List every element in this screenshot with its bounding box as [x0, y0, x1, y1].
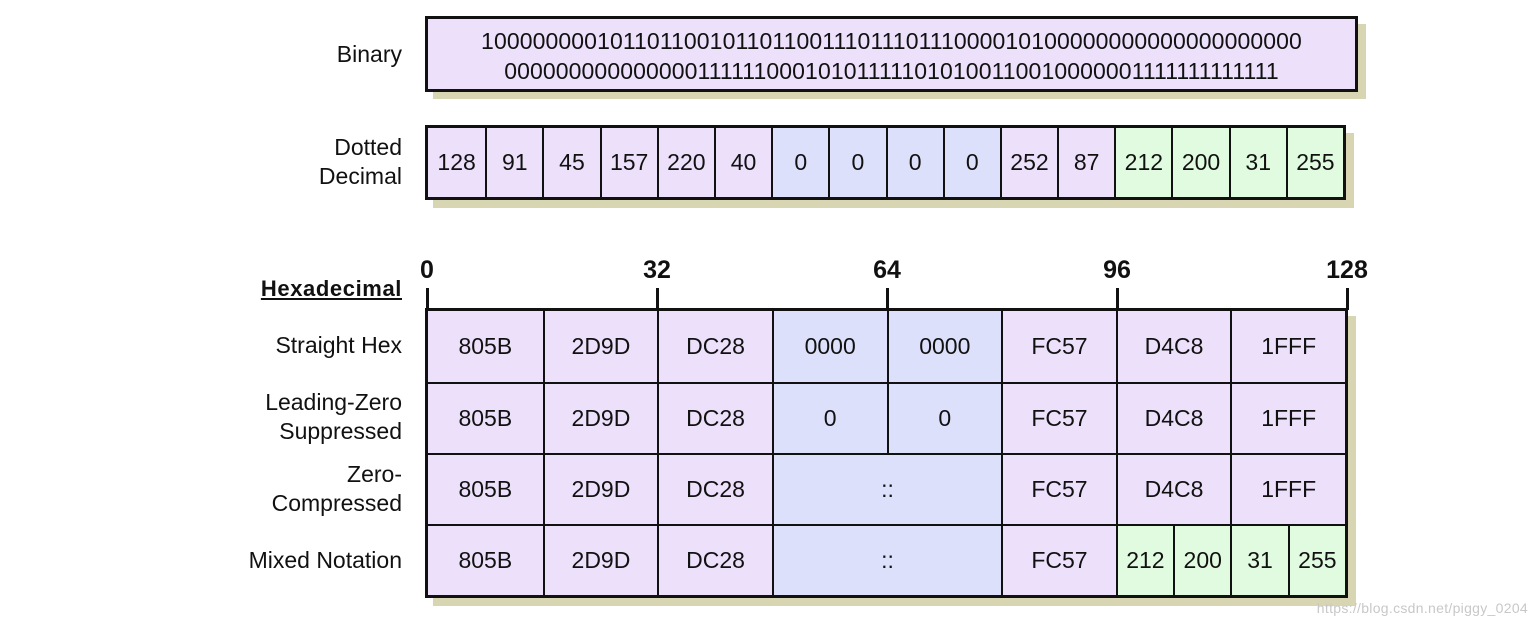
hex-cell: D4C8 [1115, 311, 1231, 382]
hex-cell: 805B [428, 311, 543, 382]
binary-line-2: 0000000000000001111110001010111110101001… [504, 58, 1279, 84]
binary-line-1: 1000000001011011001011011001110111011100… [481, 28, 1302, 54]
hex-cell: :: [771, 524, 1002, 595]
hex-cell: D4C8 [1115, 382, 1231, 453]
bit-position-label: 96 [1103, 256, 1131, 284]
hex-cell: DC28 [657, 453, 772, 524]
dotted-decimal-label: Dotted Decimal [318, 134, 402, 189]
bit-position-label: 64 [873, 256, 901, 284]
dotted-decimal-cell: 128 [428, 128, 486, 197]
hex-cell: DC28 [657, 524, 772, 595]
hex-cell: 2D9D [542, 382, 658, 453]
hex-row-label: Leading-Zero Suppressed [265, 389, 402, 444]
hex-cell: 0000 [886, 311, 1002, 382]
hex-cell: 1FFF [1230, 453, 1345, 524]
hex-cell: 212 [1115, 524, 1174, 595]
hex-cell: DC28 [657, 382, 772, 453]
hex-row-label: Mixed Notation [248, 547, 402, 573]
hex-cell: 1FFF [1230, 311, 1345, 382]
hex-cell: :: [771, 453, 1002, 524]
bit-position-tick [655, 288, 659, 310]
hex-cell: 2D9D [542, 524, 658, 595]
hex-cell: 255 [1287, 524, 1345, 595]
dotted-decimal-cell: 255 [1285, 128, 1343, 197]
hex-cell: FC57 [1001, 453, 1116, 524]
dotted-decimal-cell: 212 [1114, 128, 1172, 197]
hex-cell: FC57 [1001, 382, 1116, 453]
hex-cell: D4C8 [1115, 453, 1231, 524]
hex-cell: 0 [886, 382, 1002, 453]
dotted-decimal-cell: 252 [999, 128, 1058, 197]
dotted-decimal-cell: 40 [713, 128, 772, 197]
bit-position-label: 32 [643, 256, 671, 284]
dotted-decimal-cell: 157 [599, 128, 657, 197]
dotted-decimal-cell: 31 [1228, 128, 1286, 197]
dotted-decimal-cell: 200 [1171, 128, 1229, 197]
hex-cell: 805B [428, 453, 543, 524]
hex-row-label: Straight Hex [275, 332, 402, 358]
hex-cell: 2D9D [542, 453, 658, 524]
dotted-decimal-cell: 91 [485, 128, 543, 197]
binary-box: 1000000001011011001011011001110111011100… [425, 16, 1358, 92]
dotted-decimal-cell: 0 [885, 128, 943, 197]
bit-position-tick [885, 288, 889, 310]
dotted-decimal-cell: 0 [828, 128, 886, 197]
hex-cell: DC28 [657, 311, 772, 382]
dotted-decimal-cell: 0 [942, 128, 1000, 197]
hex-cell: 805B [428, 524, 543, 595]
hex-cell: 200 [1173, 524, 1231, 595]
bit-position-tick [1115, 288, 1119, 310]
hex-cell: 1FFF [1230, 382, 1345, 453]
bit-position-tick [1345, 288, 1349, 310]
hex-cell: 0 [771, 382, 887, 453]
hex-cell: FC57 [1001, 311, 1116, 382]
binary-label: Binary [336, 41, 402, 67]
bit-position-label: 128 [1326, 256, 1368, 284]
dotted-decimal-cell: 0 [771, 128, 829, 197]
dotted-decimal-cell: 45 [542, 128, 600, 197]
dotted-decimal-cell: 220 [656, 128, 714, 197]
bit-position-label: 0 [420, 256, 434, 284]
bit-position-tick [425, 288, 429, 310]
hex-cell: 805B [428, 382, 543, 453]
hex-cell: 2D9D [542, 311, 658, 382]
hex-cell: 0000 [771, 311, 887, 382]
hex-cell: FC57 [1001, 524, 1116, 595]
hex-row-label: Zero- Compressed [271, 461, 402, 516]
hexadecimal-heading: Hexadecimal [260, 276, 402, 301]
hex-cell: 31 [1230, 524, 1288, 595]
dotted-decimal-cell: 87 [1057, 128, 1115, 197]
watermark: https://blog.csdn.net/piggy_0204 [1316, 600, 1528, 616]
